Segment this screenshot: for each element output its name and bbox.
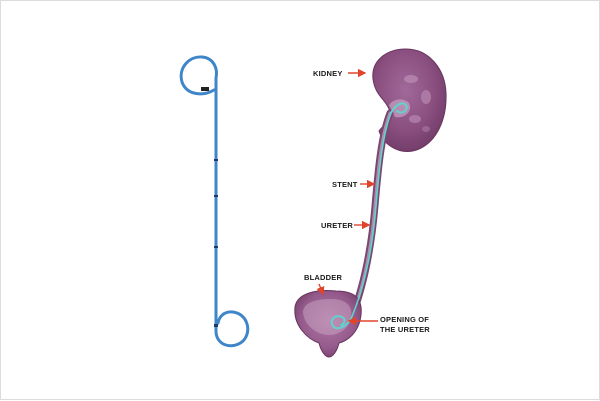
label-stent: STENT [332,180,358,189]
kidney-calyx-1 [404,75,418,83]
ureter [347,109,394,323]
stent-lower-pigtail [214,304,250,348]
label-bladder-group: BLADDER [304,273,342,296]
stent-marker-2 [214,195,218,197]
label-kidney: KIDNEY [313,69,343,78]
standalone-stent [179,55,250,348]
stent-marker-1 [214,159,218,161]
kidney-calyx-2 [421,90,431,104]
body-stent-upper-pigtail [390,102,408,114]
arrow-bladder [316,283,325,296]
label-opening-line2: THE URETER [380,325,430,334]
bladder-wall-inner [303,299,352,335]
kidney-calyx-4 [422,126,430,132]
stent-upper-pigtail [179,55,218,96]
stent-in-body [330,102,408,330]
label-stent-group: STENT [332,179,376,189]
stent-lower-marker [214,324,218,327]
label-ureter-group: URETER [321,220,371,230]
stent-upper-marker [201,87,209,91]
label-ureter: URETER [321,221,353,230]
body-stent-lower-pigtail [330,315,352,330]
bladder [294,290,362,358]
label-opening-group: OPENING OF THE URETER [347,315,430,334]
label-bladder: BLADDER [304,273,342,282]
kidney-calyx-3 [409,115,421,123]
body-stent-shaft [350,112,392,320]
label-opening-line1: OPENING OF [380,315,429,324]
label-kidney-group: KIDNEY [313,68,367,78]
stent-marker-3 [214,246,218,248]
